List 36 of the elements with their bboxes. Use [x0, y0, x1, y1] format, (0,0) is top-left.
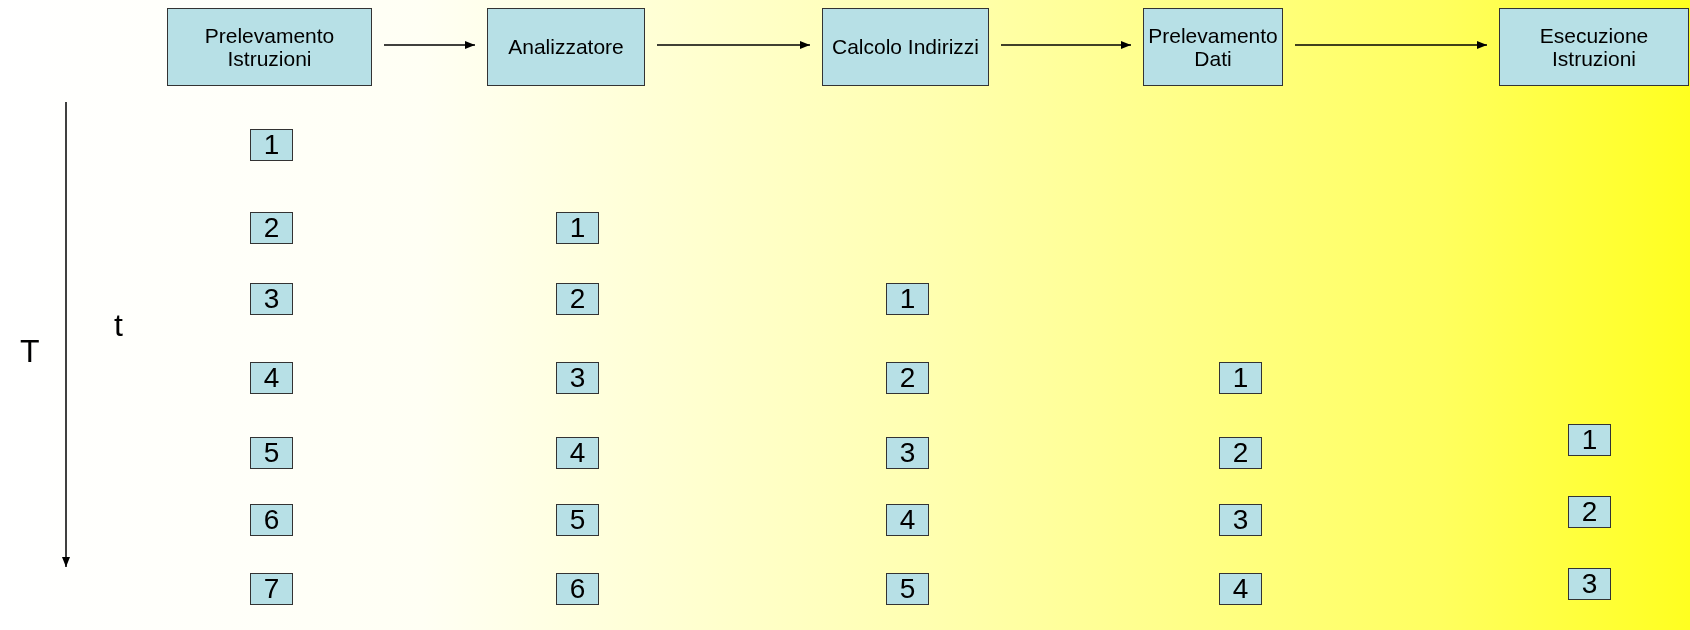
instruction-number-box: 2 [886, 362, 929, 394]
instruction-number-box: 1 [886, 283, 929, 315]
instruction-number-box: 6 [250, 504, 293, 536]
instruction-number-box: 1 [1568, 424, 1611, 456]
time-axis-label: T [20, 333, 40, 370]
instruction-number-box: 2 [250, 212, 293, 244]
stage-box: Calcolo Indirizzi [822, 8, 989, 86]
instruction-number-box: 7 [250, 573, 293, 605]
arrow [1000, 41, 1132, 49]
stage-box: Prelevamento Dati [1143, 8, 1283, 86]
instruction-number-box: 2 [1568, 496, 1611, 528]
stage-box: Analizzatore [487, 8, 645, 86]
instruction-number-box: 3 [1568, 568, 1611, 600]
instruction-number-box: 6 [556, 573, 599, 605]
instruction-number-box: 3 [1219, 504, 1262, 536]
stage-box: Prelevamento Istruzioni [167, 8, 372, 86]
instruction-number-box: 5 [250, 437, 293, 469]
instruction-number-box: 1 [556, 212, 599, 244]
arrow [383, 41, 476, 49]
instruction-number-box: 3 [250, 283, 293, 315]
instruction-number-box: 4 [250, 362, 293, 394]
instruction-number-box: 4 [556, 437, 599, 469]
instruction-number-box: 2 [1219, 437, 1262, 469]
instruction-number-box: 3 [556, 362, 599, 394]
instruction-number-box: 4 [1219, 573, 1262, 605]
instruction-number-box: 2 [556, 283, 599, 315]
instruction-number-box: 5 [556, 504, 599, 536]
arrow [656, 41, 811, 49]
time-step-label: t [114, 307, 123, 344]
instruction-number-box: 3 [886, 437, 929, 469]
instruction-number-box: 4 [886, 504, 929, 536]
instruction-number-box: 5 [886, 573, 929, 605]
stage-box: Esecuzione Istruzioni [1499, 8, 1689, 86]
arrow [1294, 41, 1488, 49]
instruction-number-box: 1 [1219, 362, 1262, 394]
instruction-number-box: 1 [250, 129, 293, 161]
